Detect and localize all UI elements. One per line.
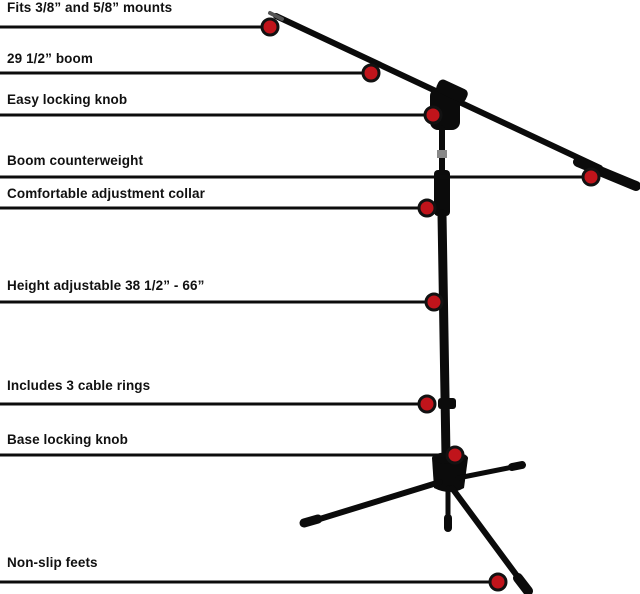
leg-left [307,479,443,525]
collar-marker-dot [417,198,437,218]
leg-front [449,485,529,591]
collar-label: Comfortable adjustment collar [7,186,205,201]
boom-tip [268,11,284,21]
foot-right [508,461,526,471]
locking-knob-marker-dot [423,105,443,125]
counterweight-label: Boom counterweight [7,153,144,168]
boom-label: 29 1/2” boom [7,51,93,66]
base-knob-label: Base locking knob [7,432,128,447]
mounts-label: Fits 3/8” and 5/8” mounts [7,0,173,15]
height-label: Height adjustable 38 1/2” - 66” [7,278,205,293]
foot-left [299,514,323,528]
foot-front [513,573,533,594]
boom-clamp-ring [436,79,468,103]
counterweight [573,157,640,191]
boom-marker-dot [361,63,381,83]
adjustment-collar [434,170,450,216]
feet-marker-dot [488,572,508,592]
cable-rings-label: Includes 3 cable rings [7,378,151,393]
mounts-marker-dot [260,17,280,37]
cable-ring [438,398,456,409]
counterweight-marker-dot [581,167,601,187]
locking-knob-label: Easy locking knob [7,92,128,107]
shaft-joint [437,150,447,158]
main-tube [437,209,451,461]
leg-right [455,463,521,481]
feet-label: Non-slip feets [7,555,98,570]
cable-rings-marker-dot [417,394,437,414]
height-marker-dot [424,292,444,312]
base-knob-marker-dot [445,445,465,465]
